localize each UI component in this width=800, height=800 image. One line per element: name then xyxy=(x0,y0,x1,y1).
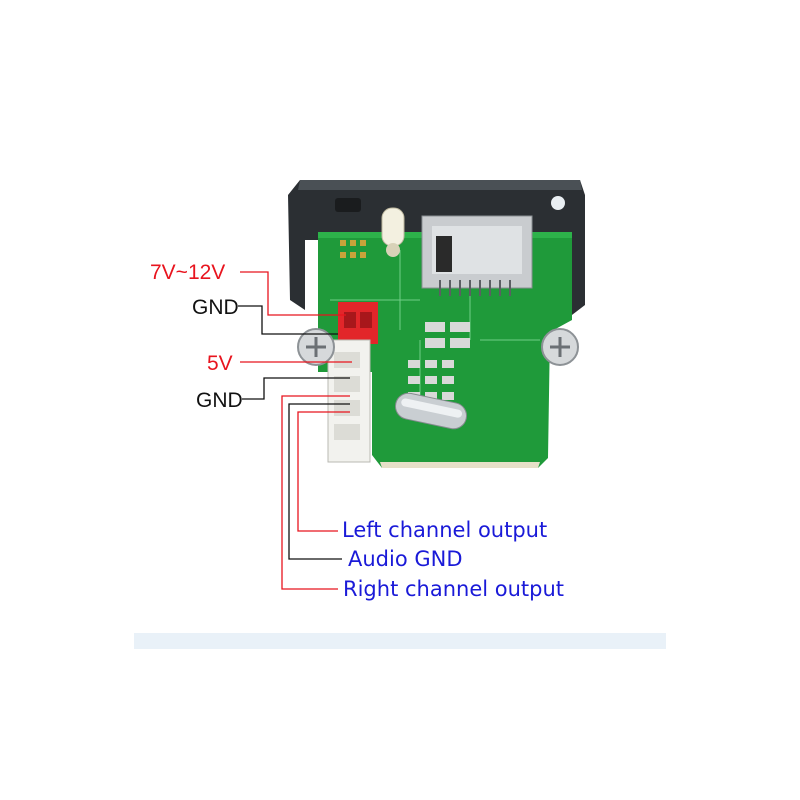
label-power-in: 7V~12V xyxy=(150,261,226,284)
mounting-screw-left-icon xyxy=(297,328,335,366)
leader-lines xyxy=(238,271,352,590)
bracket-slot-left xyxy=(335,198,361,212)
bracket-hole-right xyxy=(551,196,565,210)
label-5v: 5V xyxy=(207,352,233,375)
label-left-channel-output: Left channel output xyxy=(342,518,548,542)
header-pins xyxy=(340,240,366,258)
leader-gnd-top xyxy=(238,305,338,335)
leader-audio-gnd xyxy=(288,403,350,560)
leader-7v-12v xyxy=(240,271,346,316)
label-right-channel-output: Right channel output xyxy=(343,577,565,601)
black-bracket xyxy=(288,180,585,318)
leader-right-out xyxy=(281,395,350,590)
pcb-module-icon xyxy=(318,232,572,468)
label-audio-gnd: Audio GND xyxy=(348,547,463,571)
crystal-oscillator-icon xyxy=(395,392,467,430)
red-power-connector xyxy=(338,302,378,344)
mounting-screw-right-icon xyxy=(541,328,579,366)
led-icon xyxy=(381,207,405,257)
sd-card-slot-icon xyxy=(421,215,533,296)
leader-gnd-mid xyxy=(242,377,350,400)
label-gnd-mid: GND xyxy=(196,389,243,412)
leader-left-out xyxy=(297,411,350,532)
white-audio-connector xyxy=(327,339,371,463)
footer-band xyxy=(134,633,666,649)
label-gnd-top: GND xyxy=(192,296,239,319)
